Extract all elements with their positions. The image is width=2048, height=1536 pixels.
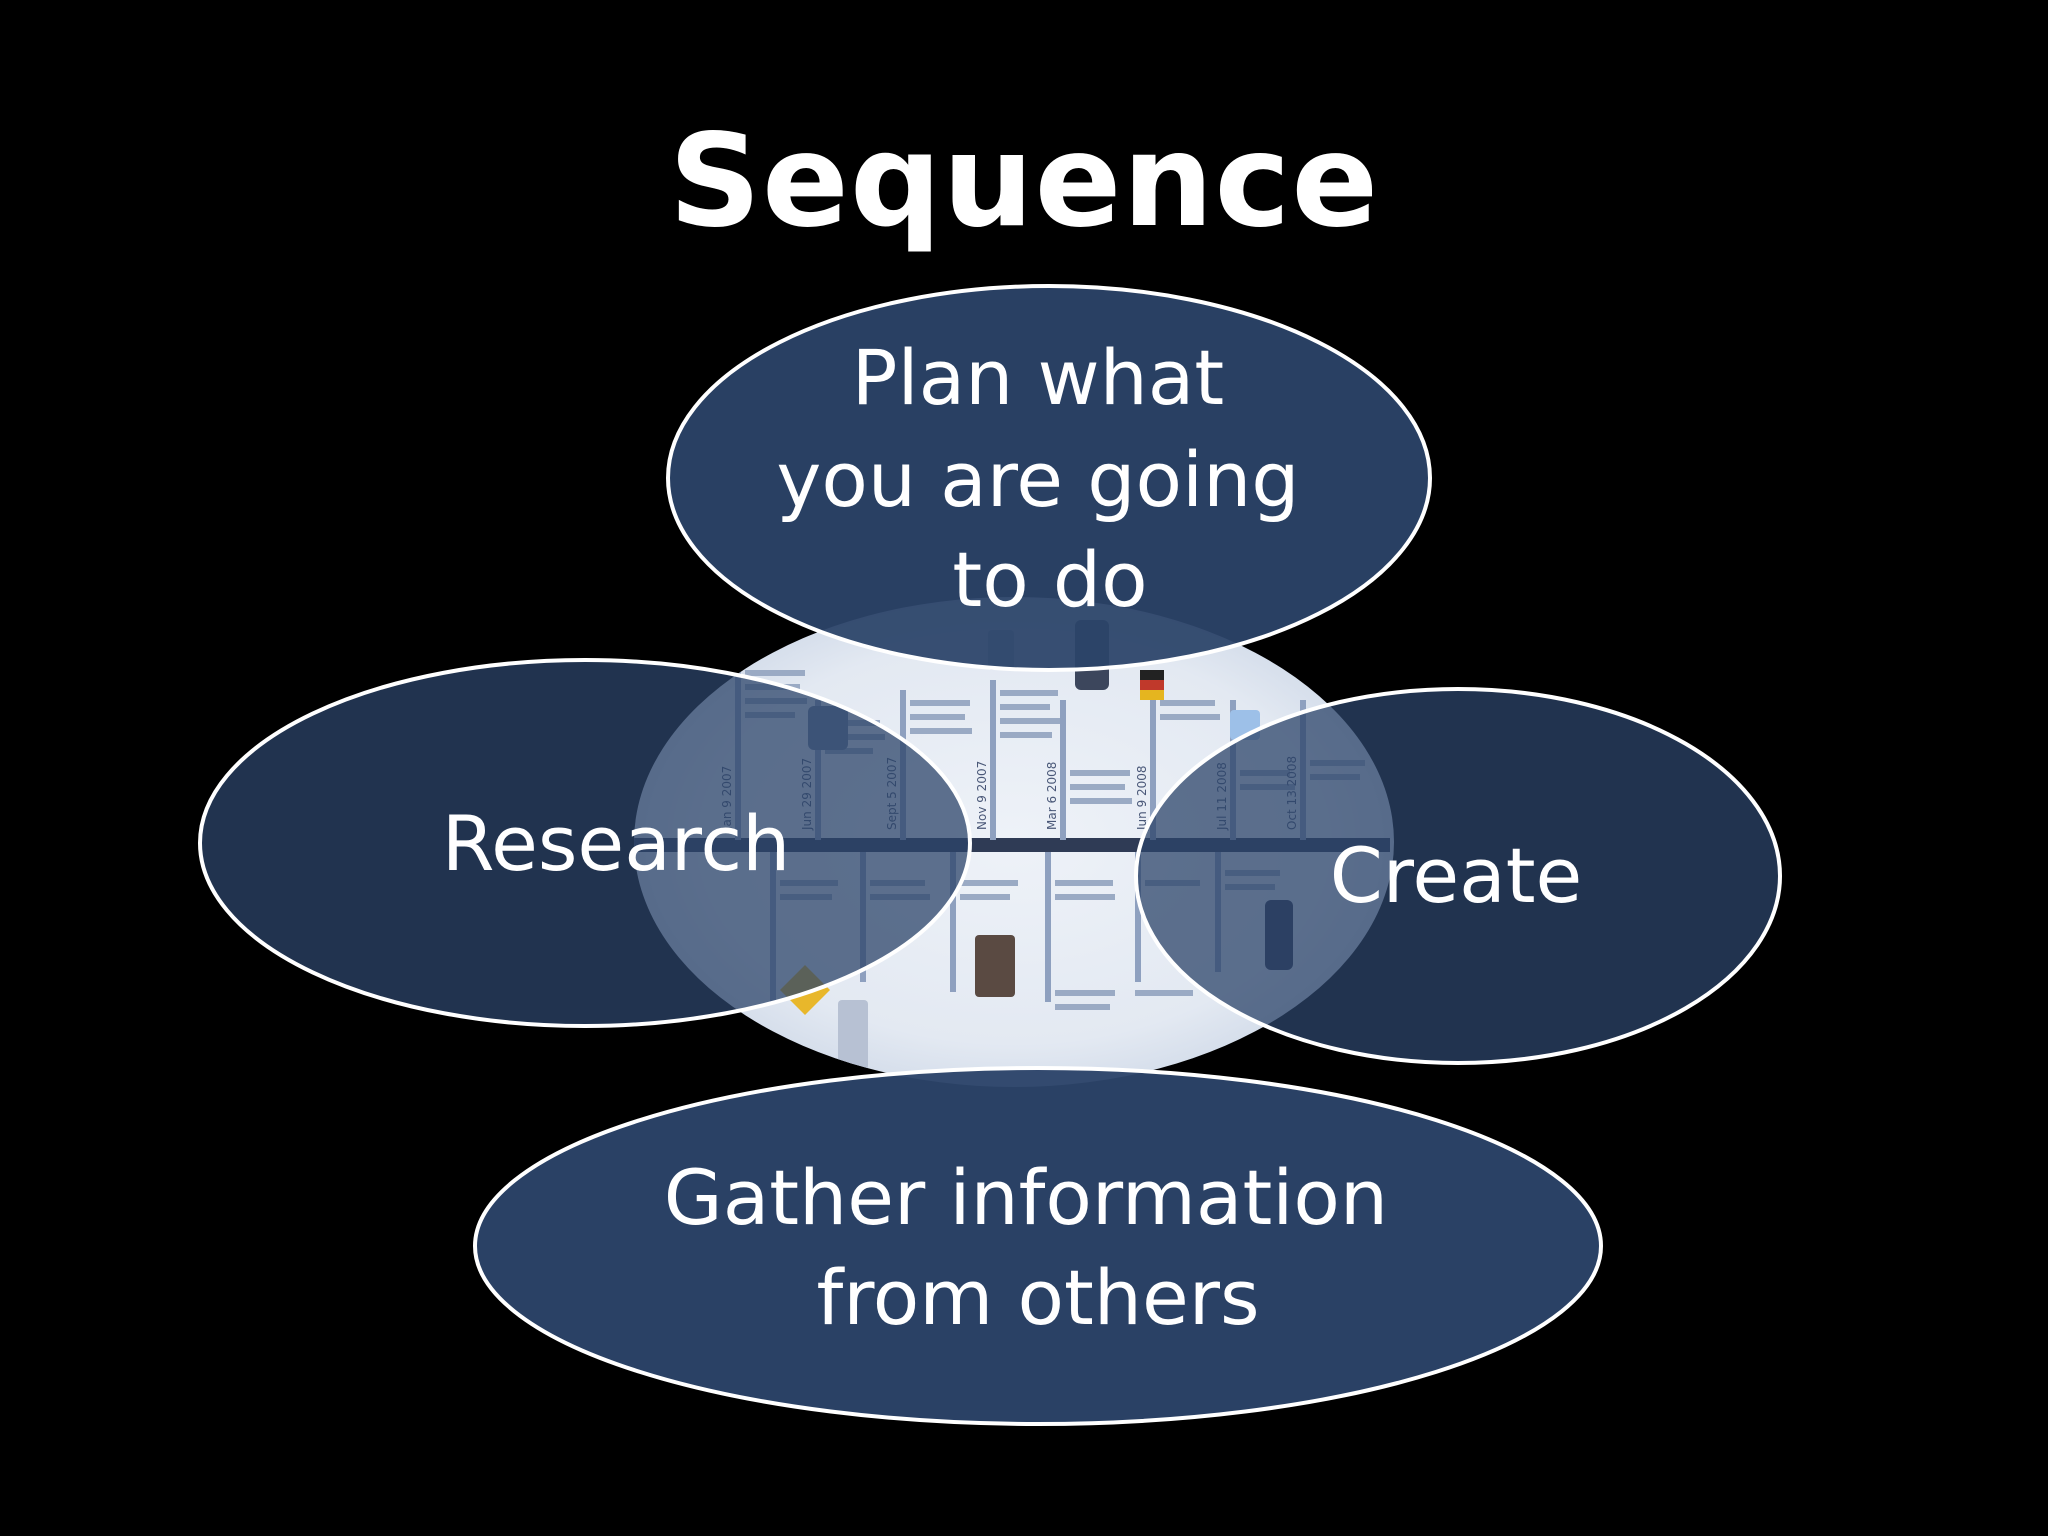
bubble-gather [473, 1066, 1603, 1426]
bubble-research-label: Research [442, 799, 791, 888]
bubble-plan-label: Plan what you are going to do [776, 333, 1323, 624]
slide-title: Sequence [668, 107, 1380, 256]
steve-jobs-photo-icon [975, 935, 1015, 997]
timeline-date-label: Mar 6 2008 [1045, 762, 1059, 830]
phone-keypad-icon [838, 1000, 868, 1070]
bubble-plan [666, 284, 1432, 672]
timeline-date-label: Jun 9 2008 [1135, 765, 1149, 831]
bubble-create [1134, 687, 1782, 1065]
bubble-gather-label: Gather information from others [664, 1153, 1412, 1342]
bubble-create-label: Create [1330, 831, 1583, 920]
bubble-research [198, 658, 972, 1028]
timeline-date-label: Nov 9 2007 [975, 761, 989, 830]
